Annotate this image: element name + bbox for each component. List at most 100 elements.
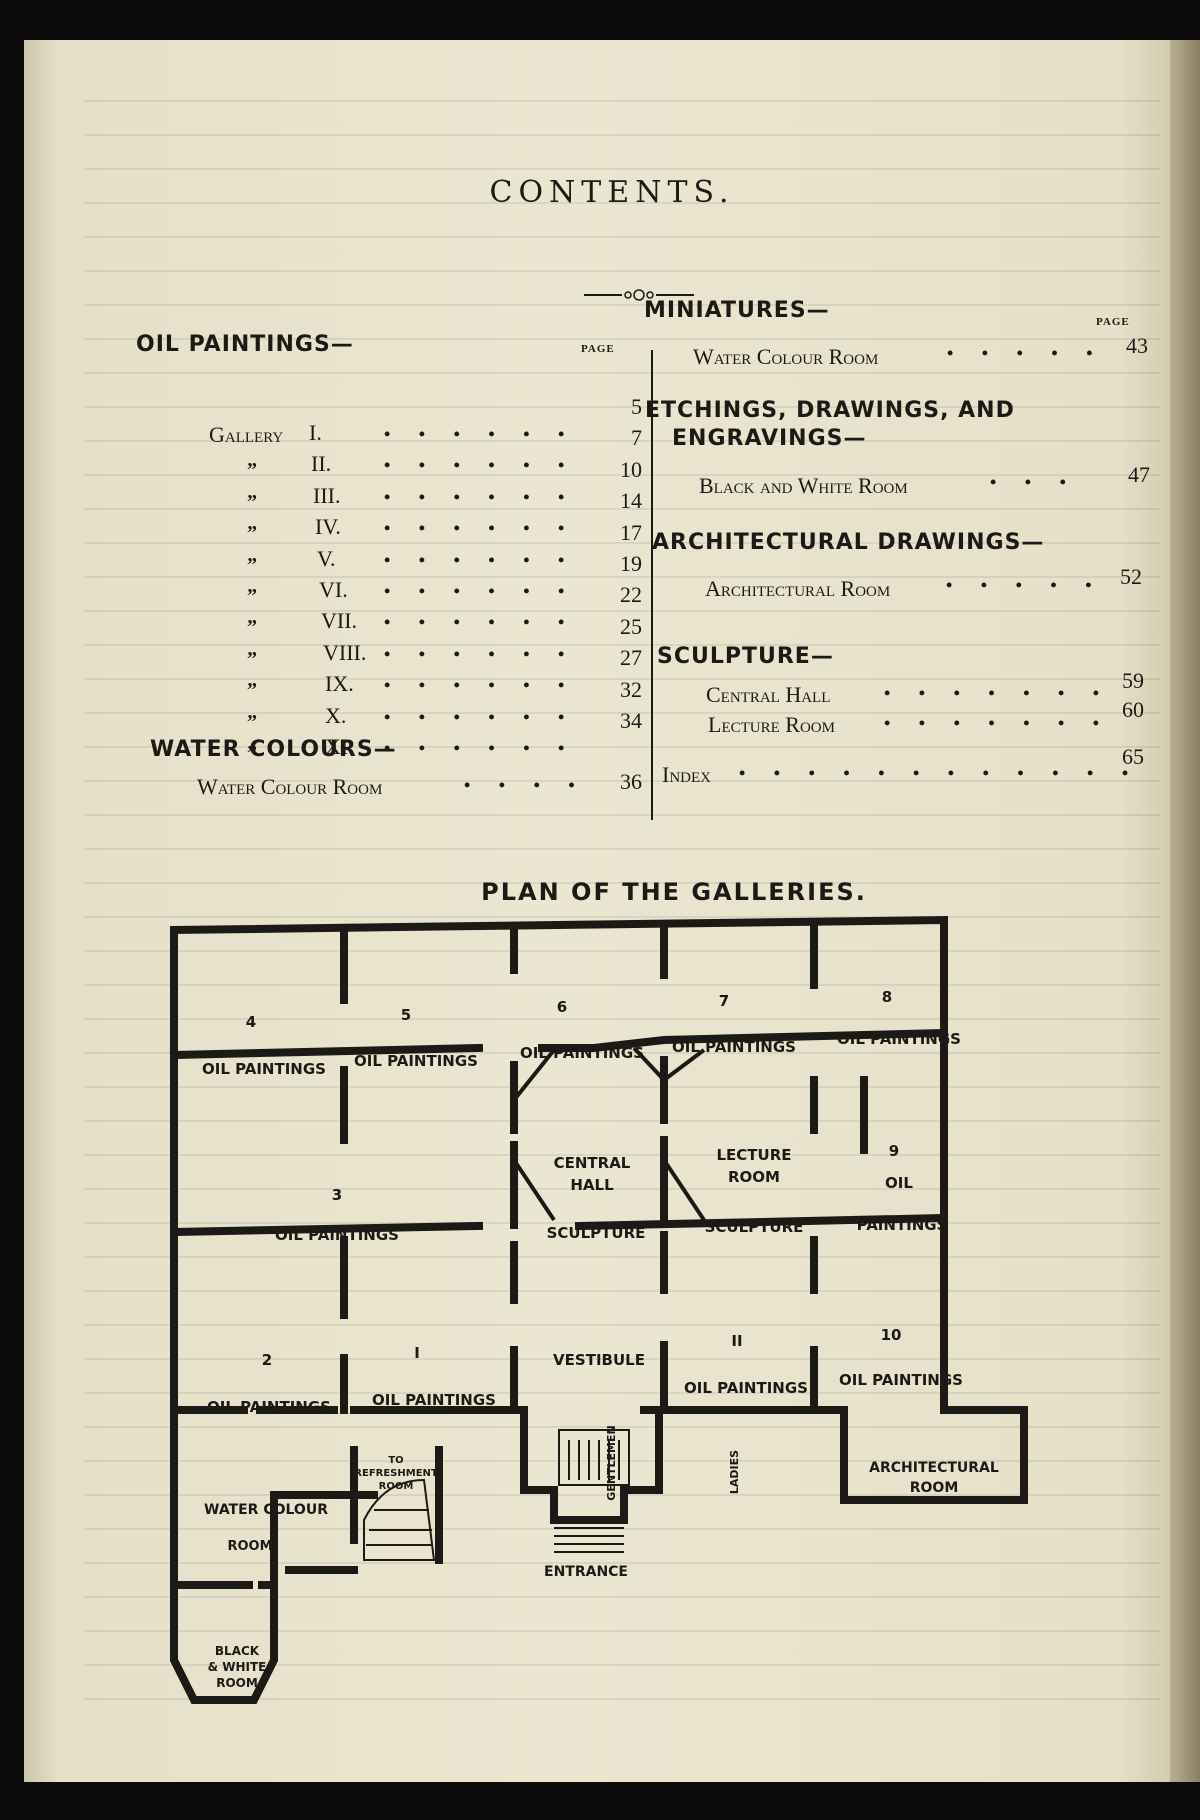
- gallery-numeral: VII.: [321, 608, 358, 634]
- leader-dots: • • • • • •: [384, 581, 577, 601]
- gallery-numeral: X.: [325, 702, 347, 728]
- gallery-number: I: [414, 1344, 420, 1362]
- page-number: 14: [620, 488, 642, 514]
- gallery-numeral: IV.: [315, 514, 341, 540]
- etchings-heading-line2: ENGRAVINGS—: [672, 426, 867, 451]
- gallery-number: 5: [401, 1006, 411, 1024]
- room-label: OIL PAINTINGS: [354, 1052, 478, 1070]
- ditto-mark: ”: [247, 522, 257, 545]
- room-label: ARCHITECTURAL: [869, 1460, 999, 1476]
- ditto-mark: ”: [247, 616, 257, 639]
- leader-dots: • • • • • •: [384, 706, 577, 727]
- room-label: OIL PAINTINGS: [672, 1038, 796, 1056]
- room-label: & WHITE: [208, 1660, 267, 1674]
- entrance-steps: [554, 1527, 624, 1553]
- leader-dots: • • • • • •: [384, 549, 577, 570]
- page-number: 52: [1120, 564, 1142, 589]
- page-number: 65: [1122, 744, 1144, 769]
- page-edge: [1170, 40, 1200, 1782]
- gallery-number: 10: [881, 1326, 902, 1344]
- room-label: PAINTINGS: [857, 1216, 948, 1234]
- page-number: 22: [620, 582, 642, 608]
- leader-dots: • • • •: [464, 775, 587, 795]
- etchings-entry: Black and White Room: [699, 473, 908, 498]
- page-number: 19: [620, 551, 642, 576]
- plan-braces: [512, 1046, 706, 1222]
- etchings-heading-line1: ETCHINGS, DRAWINGS, AND: [645, 398, 1015, 423]
- index-entry: Index: [662, 762, 711, 787]
- room-label: OIL PAINTINGS: [839, 1371, 963, 1389]
- room-label: GENTLEMEN: [605, 1425, 618, 1500]
- water-colours-heading: WATER COLOURS—: [150, 737, 397, 762]
- room-label: LADIES: [728, 1450, 741, 1494]
- leader-dots: • • • • • •: [384, 643, 577, 664]
- leader-dots: • • • • • •: [384, 486, 577, 507]
- sculpture-entry-central-hall: Central Hall: [706, 682, 831, 707]
- leader-dots: • • • • •: [947, 343, 1105, 363]
- room-label: HALL: [570, 1176, 614, 1194]
- page-number: 5: [631, 394, 642, 419]
- gallery-number: 4: [246, 1013, 256, 1031]
- ditto-mark: ”: [247, 647, 257, 670]
- room-label: OIL PAINTINGS: [202, 1060, 326, 1078]
- room-label: ROOM: [216, 1676, 258, 1690]
- gallery-number: 6: [557, 998, 567, 1016]
- gallery-number: 9: [889, 1142, 899, 1160]
- room-label: OIL PAINTINGS: [372, 1391, 496, 1409]
- column-divider: [651, 350, 653, 820]
- room-label: SCULPTURE: [705, 1218, 804, 1236]
- room-label: ROOM: [910, 1480, 959, 1496]
- plan-title: PLAN OF THE GALLERIES.: [481, 878, 867, 906]
- flourish-ornament: [584, 289, 694, 301]
- room-label: WATER COLOUR: [204, 1502, 328, 1518]
- page-number: 10: [620, 456, 642, 482]
- gallery-numeral: XI.: [325, 734, 354, 759]
- room-label: OIL PAINTINGS: [207, 1398, 331, 1416]
- room-label: ENTRANCE: [544, 1564, 628, 1580]
- leader-dots: • • • • • •: [384, 612, 577, 633]
- architectural-heading: ARCHITECTURAL DRAWINGS—: [652, 530, 1045, 555]
- water-colour-room-entry: Water Colour Room: [197, 774, 383, 799]
- room-label: OIL PAINTINGS: [275, 1226, 399, 1244]
- gallery-numeral: IX.: [325, 671, 354, 697]
- gallery-number: 7: [719, 992, 729, 1010]
- room-label: ROOM: [379, 1481, 414, 1492]
- ditto-mark: ”: [247, 585, 257, 607]
- room-label: LECTURE: [716, 1146, 791, 1164]
- ditto-mark: ”: [247, 490, 257, 513]
- room-label: BLACK: [215, 1644, 260, 1658]
- page-number: 47: [1128, 462, 1150, 487]
- gallery-numeral: V.: [317, 545, 336, 571]
- ditto-mark: ”: [247, 742, 257, 764]
- room-label: VESTIBULE: [553, 1351, 645, 1369]
- gallery-number: II: [731, 1332, 742, 1350]
- ditto-mark: ”: [247, 679, 257, 702]
- leader-dots: • • • • • • •: [884, 683, 1112, 703]
- ditto-mark: ”: [247, 459, 257, 482]
- floor-plan: 4 OIL PAINTINGS 5 OIL PAINTINGS 6 OIL PA…: [169, 915, 1028, 1704]
- leader-dots: • • • • • •: [384, 675, 577, 696]
- page-number: 27: [620, 645, 642, 671]
- page-number: 34: [620, 708, 642, 733]
- page-number: 17: [620, 519, 642, 545]
- gallery-numeral: I.: [309, 420, 322, 445]
- room-label: ROOM: [227, 1539, 272, 1554]
- leader-dots: • • • • •: [946, 575, 1104, 595]
- page-column-label-left: PAGE: [581, 343, 615, 355]
- gallery-number: 2: [262, 1351, 272, 1369]
- room-label: OIL PAINTINGS: [837, 1030, 961, 1048]
- gallery-label: Gallery: [209, 422, 284, 447]
- page-number: 59: [1122, 668, 1144, 693]
- leader-dots: • • • • • •: [384, 518, 577, 539]
- page-column-label-right: PAGE: [1096, 316, 1130, 328]
- room-label: OIL PAINTINGS: [520, 1044, 644, 1062]
- room-label: SCULPTURE: [547, 1224, 646, 1242]
- ditto-mark: ”: [247, 710, 257, 733]
- page-title: CONTENTS.: [489, 175, 735, 210]
- sculpture-entry-lecture-room: Lecture Room: [708, 712, 835, 737]
- plan-walls: [169, 915, 1028, 1704]
- gallery-number: 8: [882, 988, 892, 1006]
- leader-dots: • • •: [990, 472, 1078, 492]
